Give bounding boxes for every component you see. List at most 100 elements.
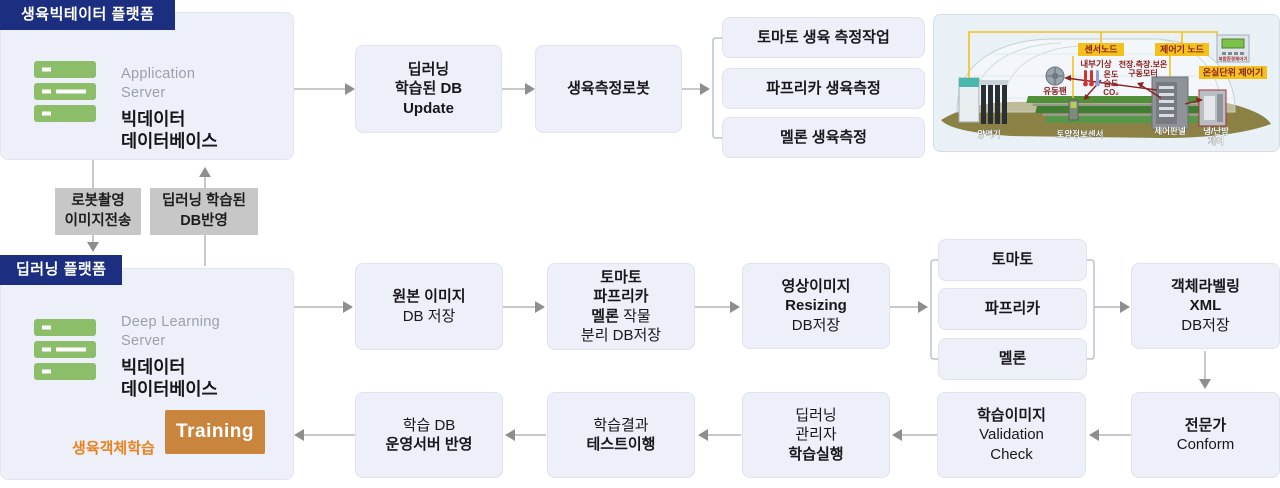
text-line: 빅데이터 [121,356,186,377]
text-line: 학습결과 [593,416,649,434]
text-line: 멜론 생육측정 [780,128,867,146]
text-line: Application [121,66,196,82]
soil-sensor-label: 토양정보센서 [1057,129,1104,139]
text-line: Conform [1176,436,1235,453]
server-icon [34,319,96,380]
nutrient-machine [958,77,1008,124]
control-panel-label: 제어판넬 [1154,126,1185,136]
ground-labels: 양액기 토양정보센서 제어판넬 냉/난방 제어 [977,126,1229,146]
text-line: Server [121,84,166,101]
node-labels: 센서노드 제어기 노드 온실단위 제어기 [1078,43,1267,79]
unit-controller-device: 복합환경제어기 [1216,34,1250,63]
text-line: 딥러닝 [795,406,837,424]
greenhouse-illustration: 복합환경제어기 센서노드 제어기 노드 온실단위 제어기 [933,14,1280,152]
branch-box-paprika: 파프리카 [938,288,1087,330]
text-line: Deep Learning [121,314,221,330]
text-line: Check [990,445,1033,463]
control-arrowheads [1064,75,1203,103]
text-line: 빅데이터 [121,108,186,129]
text-line: 토마토 생육 측정작업 [757,28,890,46]
text-line: 운영서버 반영 [385,436,473,453]
temp-label: 온도 [1104,70,1119,79]
deeplearning-platform-badge: 딥러닝 플랫폼 [0,255,123,285]
flow-box-expert-conform: 전문가 Conform [1131,392,1280,478]
hvac-label-1: 냉/난방 [1203,126,1229,136]
text-line: 데이터베이스 [121,379,218,400]
text-line: 멜론 작물 [591,307,651,325]
indoor-weather-label: 내부기상 [1080,59,1111,69]
text-line: 객체라벨링 [1170,277,1240,295]
fan-label: 유동팬 [1043,86,1067,96]
text-line: Validation [979,426,1044,444]
thermometer-icons [1083,70,1100,87]
text-line: 파프리카 생육측정 [766,79,881,97]
flow-box-db-deploy: 학습 DB 운영서버 반영 [355,392,503,478]
motor-label-2: 구동모터 [1128,68,1157,78]
flow-box-growth-robot: 생육측정로봇 [535,45,682,133]
text-line: 토마토 [600,268,642,286]
text-line: 파프리카 [984,300,1041,318]
plant-rows [1026,96,1219,123]
branch-box-tomato-measure: 토마토 생육 측정작업 [722,17,925,58]
text-line: 딥러닝 [407,60,450,78]
inner-labels: 내부기상 천장.측장.보온 구동모터 온도 습도 CO₂ 유동팬 [1043,59,1168,97]
text-line: Resizing [785,297,847,315]
text-line: 생육측정로봇 [567,80,650,98]
text-line: 토마토 [991,251,1034,269]
text-line: 학습된 DB [394,80,463,98]
soil-sensor-device [1068,99,1079,121]
text-line: DB저장 [791,316,841,334]
text-line: Update [403,99,454,117]
growth-object-learning-label: 생육객체학습 [72,440,155,457]
branch-box-paprika-measure: 파프리카 생육측정 [722,68,925,109]
text-line: 데이터베이스 [121,131,218,152]
text-line: XML [1189,297,1222,315]
text-line: 관리자 [795,426,837,444]
text-line: 학습 DB [402,416,456,434]
fan-icon [1045,66,1065,86]
text-line: 파프리카 [593,288,649,305]
flow-box-original-image-db: 원본 이미지 DB 저장 [355,263,503,350]
nutrient-label: 양액기 [977,129,1000,139]
flow-arrowheads [87,83,1211,441]
text-line: 전문가 [1184,416,1227,434]
text-line: 딥러닝 학습된 [161,192,247,209]
text-line: 멜론 [998,350,1027,368]
server-icon [34,61,96,122]
text-line: DB저장 [1181,316,1230,334]
controller-node-label: 제어기 노드 [1160,44,1205,55]
text-line: 영상이미지 [781,277,851,295]
unit-controller-label: 온실단위 제어기 [1203,67,1263,78]
branch-brackets [712,37,1095,360]
text-line: DB반영 [180,212,228,229]
hvac-label-2: 제어 [1208,136,1224,146]
training-box: Training [165,410,265,454]
text-line: DB 저장 [402,307,456,325]
text-line: 원본 이미지 [392,288,466,305]
bigdata-platform-badge: 생육빅테이터 플랫폼 [0,0,176,30]
motor-label-1: 천장.측장.보온 [1119,59,1168,69]
text-line: 테스트이행 [586,436,656,453]
text-line: 학습이미지 [976,406,1046,424]
text-line: 분리 DB저장 [580,327,662,344]
device-caption: 복합환경제어기 [1219,56,1248,63]
text-line: 이미지전송 [64,212,132,229]
humidity-label: 습도 [1104,78,1119,88]
sensor-node-label: 센서노드 [1084,44,1118,55]
control-panel-cabinet [1151,76,1189,130]
text-line: 학습실행 [788,445,844,463]
